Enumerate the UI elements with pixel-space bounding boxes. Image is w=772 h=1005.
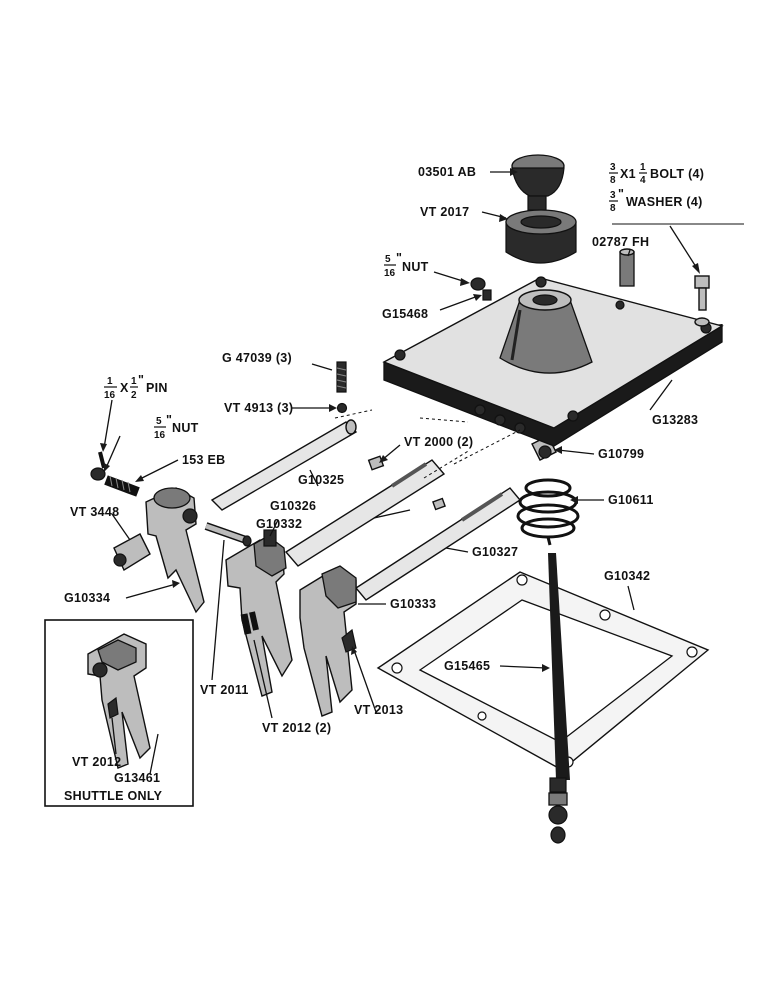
label-spring-big: G10611 xyxy=(608,493,654,507)
setscrew-pair xyxy=(240,611,259,635)
label-knob: 03501 AB xyxy=(418,165,476,179)
label-washer: WASHER (4) xyxy=(626,195,703,209)
label-fork-c: G10333 xyxy=(390,597,436,611)
inset-setscrew xyxy=(107,696,119,719)
label-nut-left-den: 16 xyxy=(154,430,166,441)
label-pin-frac-a-num: 1 xyxy=(107,376,113,387)
label-bolt: BOLT (4) xyxy=(650,167,704,181)
label-nut-top-mark: " xyxy=(396,251,402,265)
interlock-pin xyxy=(367,455,385,471)
roll-pin xyxy=(98,451,106,469)
fork-c xyxy=(299,565,357,717)
label-interlock: VT 2000 (2) xyxy=(404,435,473,449)
nut-left xyxy=(90,467,106,481)
label-lever: G15465 xyxy=(444,659,490,673)
fork-a xyxy=(145,487,205,614)
coupler-sleeve xyxy=(113,533,151,572)
rail-2 xyxy=(284,459,446,567)
labels: 03501 AB VT 2017 3 8 X1 1 4 BOLT (4) 3 8… xyxy=(64,162,704,803)
fork-b xyxy=(225,529,293,697)
label-nut-top-den: 16 xyxy=(384,268,396,279)
label-nut-left: NUT xyxy=(172,421,199,435)
screw-left xyxy=(104,475,140,497)
label-coupler: VT 3448 xyxy=(70,505,119,519)
label-pin-frac-a-den: 16 xyxy=(104,390,116,401)
label-pin-mark: " xyxy=(138,373,144,387)
interlock-pin-2 xyxy=(432,497,446,511)
cover-plate xyxy=(382,276,724,447)
label-nut-left-num: 5 xyxy=(156,416,162,427)
label-washer-den: 8 xyxy=(610,203,616,214)
shift-lever xyxy=(548,553,570,844)
shift-knob xyxy=(511,154,565,211)
label-bolt-frac-a-num: 3 xyxy=(610,162,616,173)
label-boot: VT 2017 xyxy=(420,205,469,219)
label-washer-num: 3 xyxy=(610,190,616,201)
detent-ball xyxy=(336,402,348,414)
label-plug: G10799 xyxy=(598,447,644,461)
label-nut-left-mark: " xyxy=(166,413,172,427)
label-spring: G 47039 (3) xyxy=(222,351,292,365)
label-inset-fork: G13461 xyxy=(114,771,160,785)
detent-spring xyxy=(336,361,347,393)
label-pin-long: VT 2011 xyxy=(200,683,249,697)
rail-3 xyxy=(354,487,522,601)
rail-1 xyxy=(210,419,358,511)
label-pin-frac-b-num: 1 xyxy=(131,376,137,387)
label-setscrew-single: VT 2013 xyxy=(354,703,403,717)
label-fitting: 02787 FH xyxy=(592,235,649,249)
label-pin-x: X xyxy=(120,381,129,395)
label-setscrew-pair: VT 2012 (2) xyxy=(262,721,331,735)
inset-fork xyxy=(87,633,151,769)
inset-box xyxy=(44,619,194,807)
spring-coil xyxy=(516,478,580,546)
label-bolt-whole: X1 xyxy=(620,167,636,181)
fitting xyxy=(619,248,635,287)
label-fork-a: G10334 xyxy=(64,591,110,605)
label-rail-2: G10326 xyxy=(270,499,316,513)
label-screw: 153 EB xyxy=(182,453,226,467)
label-pin-frac-b-den: 2 xyxy=(131,390,137,401)
label-cover: G13283 xyxy=(652,413,698,427)
label-bolt-frac-b-num: 1 xyxy=(640,162,646,173)
pin-long xyxy=(204,522,252,547)
label-stud-top: G15468 xyxy=(382,307,428,321)
label-inset-caption: SHUTTLE ONLY xyxy=(64,789,163,803)
label-pin: PIN xyxy=(146,381,168,395)
bolt xyxy=(694,275,710,327)
label-nut-top-num: 5 xyxy=(385,254,391,265)
label-rail-3: G10327 xyxy=(472,545,518,559)
label-bolt-frac-b-den: 4 xyxy=(640,175,646,186)
label-rail-1: G10325 xyxy=(298,473,344,487)
boot xyxy=(505,209,577,264)
label-nut-top: NUT xyxy=(402,260,429,274)
label-washer-mark: " xyxy=(618,187,624,201)
label-bolt-frac-a-den: 8 xyxy=(610,175,616,186)
label-gasket: G10342 xyxy=(604,569,650,583)
setscrew-single xyxy=(341,628,357,653)
label-ball: VT 4913 (3) xyxy=(224,401,293,415)
label-lug: G10332 xyxy=(256,517,302,531)
label-inset-setscrew: VT 2012 xyxy=(72,755,121,769)
leader-lines xyxy=(100,168,744,775)
nut-top xyxy=(470,277,492,301)
